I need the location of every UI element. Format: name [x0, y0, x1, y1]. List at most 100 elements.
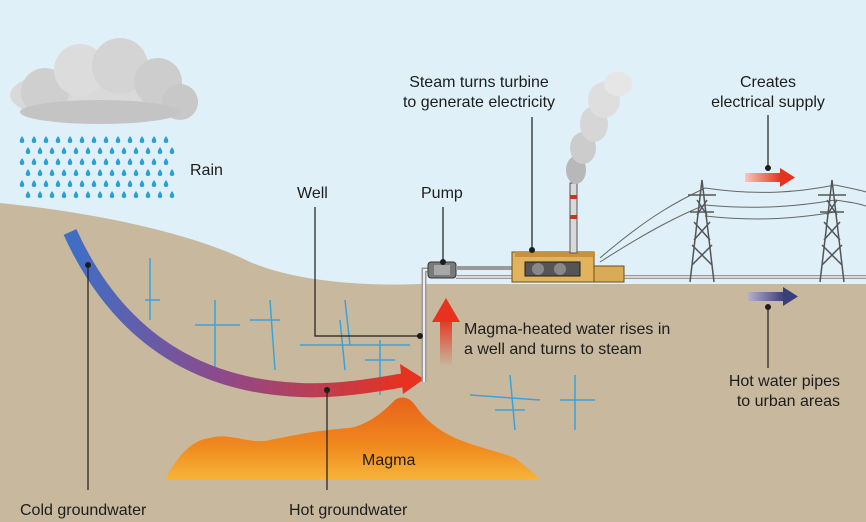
- hot-water-pipes-arrow: [748, 292, 784, 301]
- electrical-supply-label: Creates electrical supply: [698, 73, 838, 113]
- groundwater-arrowhead: [400, 364, 424, 394]
- electrical-supply-label-line2: electrical supply: [711, 94, 825, 111]
- hot-water-pipes-label-line2: to urban areas: [736, 393, 840, 410]
- rising-water-arrow: [440, 318, 452, 366]
- rain-cloud-icon: [10, 38, 198, 124]
- raindrop-icon: [103, 158, 109, 165]
- raindrop-icon: [19, 136, 25, 143]
- raindrop-icon: [31, 180, 37, 187]
- raindrop-icon: [157, 191, 163, 198]
- raindrop-icon: [133, 169, 139, 176]
- raindrop-icon: [145, 191, 151, 198]
- hot-groundwater-label: Hot groundwater: [289, 502, 408, 519]
- raindrop-icon: [19, 158, 25, 165]
- raindrop-icon: [163, 180, 169, 187]
- raindrop-icon: [61, 169, 67, 176]
- leader-dots: [85, 165, 771, 393]
- hot-water-pipes-label: Hot water pipes to urban areas: [690, 372, 840, 412]
- raindrop-icon: [79, 136, 85, 143]
- raindrop-icon: [55, 136, 61, 143]
- raindrop-icon: [55, 158, 61, 165]
- raindrop-icon: [139, 180, 145, 187]
- raindrop-icon: [61, 147, 67, 154]
- raindrop-icon: [115, 180, 121, 187]
- raindrop-icon: [37, 147, 43, 154]
- raindrop-icon: [43, 180, 49, 187]
- raindrop-icon: [19, 180, 25, 187]
- electrical-supply-arrow: [745, 173, 781, 182]
- steam-turbine-label-line1: Steam turns turbine: [409, 74, 549, 91]
- raindrop-icon: [49, 147, 55, 154]
- raindrop-icon: [121, 147, 127, 154]
- raindrop-icon: [103, 136, 109, 143]
- leader-lines: [87, 115, 769, 490]
- raindrop-icon: [55, 180, 61, 187]
- raindrop-icon: [133, 191, 139, 198]
- raindrop-icon: [115, 158, 121, 165]
- raindrop-icon: [121, 169, 127, 176]
- raindrop-icon: [169, 191, 175, 198]
- raindrop-icon: [37, 169, 43, 176]
- raindrop-icon: [121, 191, 127, 198]
- raindrop-icon: [25, 191, 31, 198]
- raindrop-icon: [49, 169, 55, 176]
- magma-rises-label-line1: Magma-heated water rises in: [464, 321, 671, 338]
- raindrop-icon: [109, 169, 115, 176]
- raindrop-icon: [67, 180, 73, 187]
- raindrop-icon: [133, 147, 139, 154]
- power-tower-icon: [688, 179, 716, 283]
- raindrop-icon: [169, 147, 175, 154]
- cold-groundwater-label: Cold groundwater: [20, 502, 147, 519]
- raindrop-icon: [97, 191, 103, 198]
- raindrop-icon: [109, 147, 115, 154]
- raindrop-icon: [49, 191, 55, 198]
- raindrop-icon: [139, 158, 145, 165]
- power-tower-icon: [818, 179, 846, 283]
- magma-rises-label-line2: a well and turns to steam: [464, 341, 642, 358]
- raindrop-icon: [151, 180, 157, 187]
- raindrop-icon: [109, 191, 115, 198]
- raindrop-icon: [73, 147, 79, 154]
- raindrop-icon: [157, 169, 163, 176]
- raindrop-icon: [79, 158, 85, 165]
- raindrop-icon: [151, 136, 157, 143]
- raindrop-icon: [115, 136, 121, 143]
- transmission-lines: [599, 184, 866, 263]
- raindrop-icon: [145, 169, 151, 176]
- raindrop-icon: [169, 169, 175, 176]
- raindrop-icon: [157, 147, 163, 154]
- raindrop-icon: [73, 191, 79, 198]
- electrical-supply-label-line1: Creates: [739, 74, 797, 91]
- raindrop-icon: [127, 158, 133, 165]
- raindrop-icon: [91, 158, 97, 165]
- raindrop-icon: [91, 180, 97, 187]
- raindrop-icon: [85, 169, 91, 176]
- steam-turbine-label: Steam turns turbine to generate electric…: [384, 73, 574, 113]
- steam-plume-icon: [566, 72, 632, 184]
- power-plant-icon: [511, 182, 625, 283]
- raindrop-icon: [79, 180, 85, 187]
- raindrop-icon: [85, 191, 91, 198]
- rain-label: Rain: [190, 162, 223, 179]
- raindrop-icon: [37, 191, 43, 198]
- raindrop-icon: [151, 158, 157, 165]
- well-label: Well: [297, 185, 328, 202]
- raindrop-icon: [73, 169, 79, 176]
- raindrops-icon: [19, 136, 175, 198]
- magma-rises-label: Magma-heated water rises in a well and t…: [464, 320, 670, 360]
- steam-turbine-label-line2: to generate electricity: [402, 94, 556, 111]
- raindrop-icon: [61, 191, 67, 198]
- raindrop-icon: [67, 158, 73, 165]
- raindrop-icon: [139, 136, 145, 143]
- raindrop-icon: [43, 136, 49, 143]
- raindrop-icon: [163, 158, 169, 165]
- raindrop-icon: [25, 147, 31, 154]
- raindrop-icon: [43, 158, 49, 165]
- raindrop-icon: [127, 180, 133, 187]
- raindrop-icon: [91, 136, 97, 143]
- magma-label: Magma: [362, 452, 416, 469]
- raindrop-icon: [127, 136, 133, 143]
- raindrop-icon: [31, 158, 37, 165]
